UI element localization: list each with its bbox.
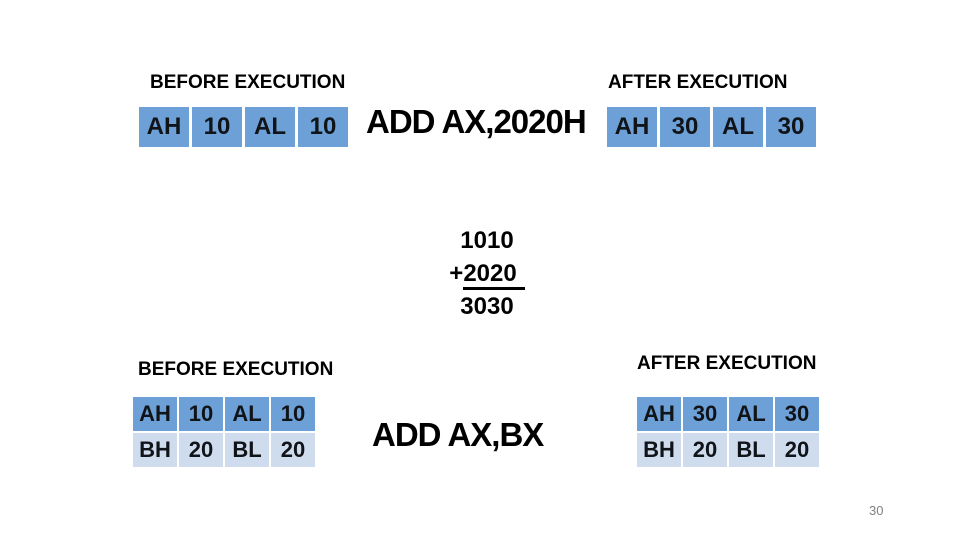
register-cell-bh: BH [637,433,681,467]
register-cell-bh-value: 20 [683,433,727,467]
register-cell-al: AL [245,107,295,147]
register-cell-ah: AH [139,107,189,147]
top-before-heading: BEFORE EXECUTION [150,72,346,93]
top-after-heading: AFTER EXECUTION [608,72,788,93]
register-cell-al-value: 30 [766,107,816,147]
register-cell-ah-value: 10 [192,107,242,147]
top-instruction: ADD AX,2020H [366,103,587,140]
page-number: 30 [869,503,884,518]
register-cell-al-value: 10 [298,107,348,147]
register-cell-al: AL [225,397,269,431]
register-cell-ah-value: 30 [683,397,727,431]
register-cell-al: AL [713,107,763,147]
top-before-register-table: AH 10 AL 10 [139,107,348,147]
register-cell-bl: BL [225,433,269,467]
register-cell-al: AL [729,397,773,431]
register-cell-ah: AH [133,397,177,431]
bottom-before-register-table: AH 10 AL 10 BH 20 BL 20 [133,397,315,467]
register-cell-ah: AH [637,397,681,431]
addition-work: 1010 +2020 3030 [420,224,554,323]
register-cell-bl-value: 20 [775,433,819,467]
bottom-instruction: ADD AX,BX [372,416,544,453]
register-cell-ah: AH [607,107,657,147]
plus-sign: + [449,260,464,287]
math-operand2-line: +2020 [420,257,554,290]
bottom-after-register-table: AH 30 AL 30 BH 20 BL 20 [637,397,819,467]
register-cell-ah-value: 10 [179,397,223,431]
register-cell-ah-value: 30 [660,107,710,147]
register-cell-al-value: 10 [271,397,315,431]
register-cell-bl: BL [729,433,773,467]
math-operand2: 2020 [463,260,525,290]
register-cell-bh: BH [133,433,177,467]
math-operand1: 1010 [460,227,514,254]
bottom-after-heading: AFTER EXECUTION [637,353,817,374]
top-after-register-table: AH 30 AL 30 [607,107,816,147]
register-cell-al-value: 30 [775,397,819,431]
math-result: 3030 [460,293,514,320]
register-cell-bl-value: 20 [271,433,315,467]
register-cell-bh-value: 20 [179,433,223,467]
bottom-before-heading: BEFORE EXECUTION [138,359,334,380]
